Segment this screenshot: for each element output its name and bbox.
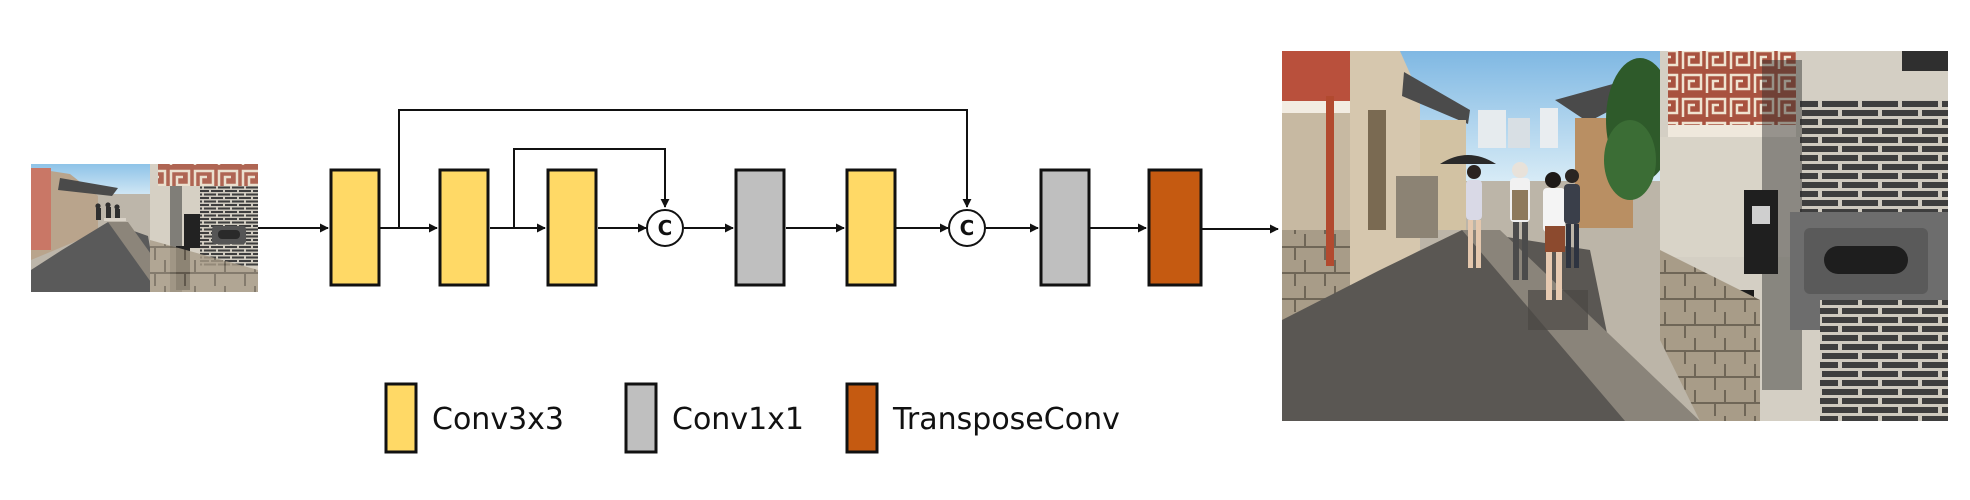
block-2-conv3x3 [438,168,490,287]
block-5-conv3x3 [845,168,897,287]
concat-node-1: C [646,209,684,247]
concat-label-2: C [960,216,975,240]
legend-swatch-transposeconv [845,382,879,454]
pedestrians [1466,162,1580,300]
network-blocks [329,168,1203,287]
block-4-conv1x1 [734,168,786,287]
block-3-conv3x3 [546,168,598,287]
connectors [258,109,1279,234]
block-1-conv3x3 [329,168,381,287]
legend-label-conv1x1: Conv1x1 [672,402,804,437]
concat-node-2: C [948,209,986,247]
legend-swatch-conv1x1 [624,382,658,454]
block-7-transposeconv [1147,168,1203,287]
output-image [1282,51,1948,421]
legend-item-conv3x3: Conv3x3 [384,382,564,454]
skip-connection-short [513,148,670,228]
legend-swatch-conv3x3 [384,382,418,454]
legend-item-conv1x1: Conv1x1 [624,382,804,454]
legend-item-transposeconv: TransposeConv [845,382,1120,454]
input-image [31,164,258,292]
block-6-conv1x1 [1039,168,1091,287]
concat-label-1: C [658,216,673,240]
legend-label-transposeconv: TransposeConv [892,402,1120,437]
skip-connection-long [398,109,972,228]
legend-label-conv3x3: Conv3x3 [432,402,564,437]
legend: Conv3x3 Conv1x1 TransposeConv [384,382,1120,454]
